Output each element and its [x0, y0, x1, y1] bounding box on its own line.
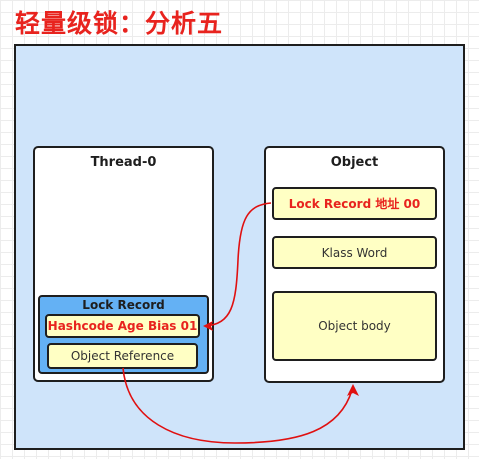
lock-record-title: Lock Record: [82, 298, 165, 312]
object-title: Object: [330, 155, 379, 170]
mark-word-field: Hashcode Age Bias 01: [45, 314, 200, 338]
thread-title: Thread-0: [90, 155, 157, 170]
object-body-field: Object body: [272, 291, 437, 361]
klass-word-field: Klass Word: [272, 236, 437, 269]
page-title: 轻量级锁：分析五: [15, 9, 224, 38]
object-reference-field: Object Reference: [47, 343, 198, 369]
lock-record-address-field: Lock Record 地址 00: [272, 187, 437, 220]
